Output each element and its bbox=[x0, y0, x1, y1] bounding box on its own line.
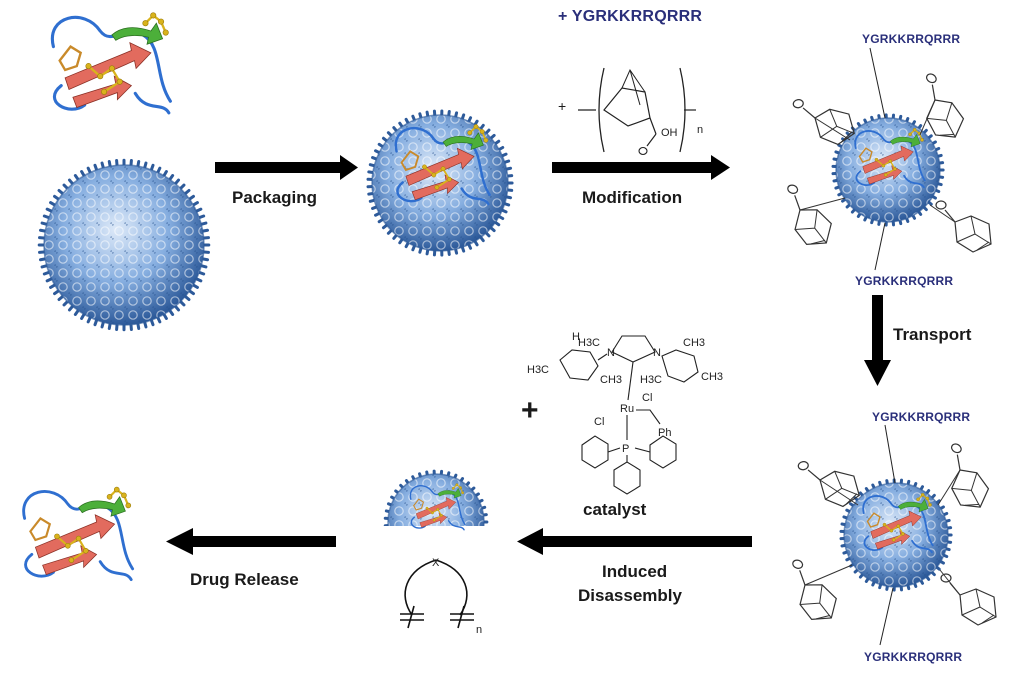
step-label-packaging: Packaging bbox=[232, 188, 317, 208]
norbornene-4 bbox=[930, 201, 991, 252]
step-label-drug-release: Drug Release bbox=[190, 570, 299, 590]
atom-ru: Ru bbox=[620, 403, 634, 415]
arrow-disassembly bbox=[517, 528, 752, 555]
reagent-peptide: + YGRKKRRQRRR bbox=[558, 8, 702, 26]
atom-n-left: N bbox=[607, 347, 615, 359]
peptide-line-bottom-2 bbox=[880, 588, 893, 645]
atom-h3c-left-top: H3C bbox=[578, 337, 600, 349]
peptide-line-top-2 bbox=[885, 425, 895, 483]
protein-released bbox=[24, 487, 133, 580]
polymer-plus-sign: + bbox=[558, 98, 566, 114]
peptide-label-bottom-2: YGRKKRRQRRR bbox=[864, 650, 962, 664]
atom-cl-top: Cl bbox=[642, 392, 652, 404]
atom-cl-left: Cl bbox=[594, 416, 604, 428]
atom-ch3-left-bottom: CH3 bbox=[600, 374, 622, 386]
norbornene-6 bbox=[929, 442, 1002, 514]
atom-h3c-left: H3C bbox=[527, 364, 549, 376]
cleavage-n-subscript: n bbox=[476, 624, 482, 636]
catalyst-label: catalyst bbox=[583, 500, 646, 520]
step-label-induced: Induced bbox=[602, 562, 667, 582]
n-subscript: n bbox=[697, 124, 703, 136]
arrow-modification bbox=[552, 155, 730, 180]
step-label-transport: Transport bbox=[893, 325, 971, 345]
norbornene-3 bbox=[772, 184, 845, 251]
norbornene-7 bbox=[777, 559, 852, 626]
cleavage-x: X bbox=[432, 557, 440, 569]
oh-label: OH bbox=[661, 127, 678, 139]
arrow-packaging bbox=[215, 155, 358, 180]
arrow-drug-release bbox=[166, 528, 336, 555]
polymer-norbornene-acid: OH n bbox=[578, 68, 703, 155]
protein-free bbox=[52, 13, 170, 113]
atom-h3c-right-bottom: H3C bbox=[640, 374, 662, 386]
atom-ch3-right-top: CH3 bbox=[683, 337, 705, 349]
step-label-disassembly: Disassembly bbox=[578, 586, 682, 606]
atom-ch3-right: CH3 bbox=[701, 371, 723, 383]
step-label-modification: Modification bbox=[582, 188, 682, 208]
peptide-label-top-1: YGRKKRRQRRR bbox=[862, 32, 960, 46]
peptide-label-bottom-1: YGRKKRRQRRR bbox=[855, 274, 953, 288]
arrow-transport bbox=[864, 295, 891, 386]
capsid-empty bbox=[39, 160, 209, 330]
peptide-line-top-1 bbox=[870, 48, 885, 118]
peptide-line-bottom-1 bbox=[875, 223, 885, 270]
polymer-cleavage-scheme: Xn bbox=[400, 557, 482, 636]
peptide-label-top-2: YGRKKRRQRRR bbox=[872, 410, 970, 424]
atom-n-right: N bbox=[653, 347, 661, 359]
catalyst-plus-sign: + bbox=[521, 394, 539, 428]
norbornene-8 bbox=[940, 570, 996, 625]
atom-p: P bbox=[622, 443, 629, 455]
